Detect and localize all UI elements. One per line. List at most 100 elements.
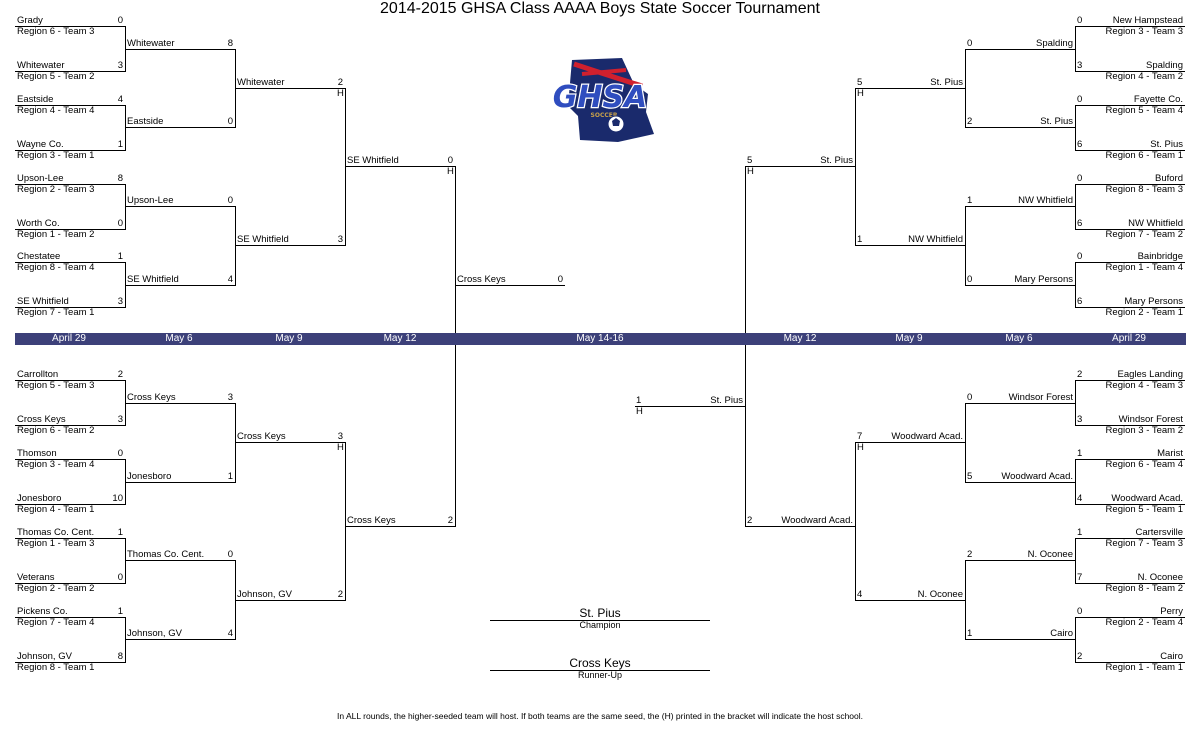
right_top-r2-3-team: Mary Persons (1014, 274, 1073, 285)
page-title: 2014-2015 GHSA Class AAAA Boys State Soc… (380, 0, 820, 17)
right_top-r1-2-team: Fayette Co. (1133, 94, 1183, 105)
right_top-r1-0-seed: Region 3 - Team 3 (1105, 26, 1183, 37)
left_bottom-r2-0-score: 3 (227, 392, 233, 403)
champion-team: St. Pius (579, 606, 621, 620)
right-bottom-r3-0-host-mark: H (857, 442, 864, 453)
right_bottom-r1-0-line (1075, 380, 1185, 381)
right_top-r1-connector-0 (1075, 26, 1076, 72)
right_bottom-r1-4-score: 1 (1077, 527, 1083, 538)
left_bottom-r1-4-seed: Region 1 - Team 3 (17, 538, 95, 549)
left_top-r1-6-team: Chestatee (17, 251, 61, 262)
date-left-r2: May 6 (165, 333, 193, 344)
left_top-r3-0-line (235, 88, 345, 89)
right_top-r1-1-seed: Region 4 - Team 2 (1105, 71, 1183, 82)
left_bottom-r1-3-line (15, 504, 125, 505)
left_top-r1-connector-2 (125, 184, 126, 230)
right_bottom-r3-1-score: 4 (857, 589, 863, 600)
right_top-r1-7-line (1075, 307, 1185, 308)
right_bottom-r2-0-line (965, 403, 1075, 404)
right_top-r1-0-team: New Hampstead (1112, 15, 1183, 26)
left_bottom-r1-5-score: 0 (117, 572, 123, 583)
right-top-r3-0-host-mark: H (857, 88, 864, 99)
left_top-r1-6-score: 1 (117, 251, 123, 262)
right_top-r2-connector-0 (965, 49, 966, 128)
left_bottom-r1-7-line (15, 662, 125, 663)
left_bottom-r1-0-score: 2 (117, 369, 123, 380)
right_top-r1-2-seed: Region 5 - Team 4 (1105, 105, 1183, 116)
left_top-r2-2-team: Upson-Lee (127, 195, 174, 206)
left_top-r1-3-line (15, 150, 125, 151)
left_top-r1-0-line (15, 26, 125, 27)
left_top-r2-0-team: Whitewater (127, 38, 175, 49)
left_top-r4-score: 0 (447, 155, 453, 166)
right_bottom-r1-0-score: 2 (1077, 369, 1083, 380)
right_top-r1-0-score: 0 (1077, 15, 1083, 26)
right_bottom-r1-1-seed: Region 3 - Team 2 (1105, 425, 1183, 436)
left_bottom-r1-7-seed: Region 8 - Team 1 (17, 662, 95, 673)
champion-line (490, 620, 710, 621)
left_top-r1-connector-3 (125, 262, 126, 308)
left_top-r2-0-line (125, 49, 235, 50)
right_bottom-r1-2-score: 1 (1077, 448, 1083, 459)
right_bottom-r1-2-seed: Region 6 - Team 4 (1105, 459, 1183, 470)
right_top-r2-1-line (965, 127, 1075, 128)
left_top-r4-team: SE Whitfield (347, 155, 399, 166)
right_bottom-r1-6-score: 0 (1077, 606, 1083, 617)
right_bottom-r1-3-seed: Region 5 - Team 1 (1105, 504, 1183, 515)
right-final-host-mark: H (636, 406, 643, 417)
right-top-r4-host-mark: H (747, 166, 754, 177)
left_bottom-r2-2-line (125, 560, 235, 561)
left-semifinal-connector (455, 166, 456, 527)
right_top-r1-7-team: Mary Persons (1124, 296, 1183, 307)
left_top-r1-7-seed: Region 7 - Team 1 (17, 307, 95, 318)
date-center-final: May 14-16 (576, 333, 624, 344)
left_bottom-r3-1-team: Johnson, GV (237, 589, 292, 600)
left_top-r1-2-score: 4 (117, 94, 123, 105)
right_bottom-r1-5-team: N. Oconee (1137, 572, 1183, 583)
right_bottom-r1-7-line (1075, 662, 1185, 663)
left_top-r1-2-line (15, 105, 125, 106)
right_top-r1-1-team: Spalding (1146, 60, 1183, 71)
right_top-r2-0-score: 0 (967, 38, 973, 49)
right_top-r2-0-team: Spalding (1036, 38, 1073, 49)
right_bottom-r1-connector-0 (1075, 380, 1076, 426)
left_bottom-r3-0-team: Cross Keys (237, 431, 286, 442)
right_bottom-r2-2-score: 2 (967, 549, 973, 560)
right_top-r2-3-line (965, 285, 1075, 286)
left_top-r1-1-line (15, 71, 125, 72)
left_bottom-r1-6-seed: Region 7 - Team 4 (17, 617, 95, 628)
right_top-r2-connector-1 (965, 206, 966, 286)
right_bottom-r2-3-line (965, 639, 1075, 640)
left_bottom-r1-2-team: Thomson (17, 448, 57, 459)
champion-label: Champion (579, 620, 621, 630)
left_bottom-r1-2-seed: Region 3 - Team 4 (17, 459, 95, 470)
right_bottom-r1-4-team: Cartersville (1135, 527, 1183, 538)
left_bottom-r3-1-line (235, 600, 345, 601)
left_bottom-r1-6-team: Pickens Co. (17, 606, 68, 617)
left_top-r1-4-score: 8 (117, 173, 123, 184)
left_bottom-r3-0-score: 3 (337, 431, 343, 442)
date-left-r1: April 29 (52, 333, 86, 344)
left_bottom-r1-connector-2 (125, 538, 126, 584)
date-right-r1: April 29 (1112, 333, 1146, 344)
right_top-r2-1-score: 2 (967, 116, 973, 127)
left_bottom-r1-connector-0 (125, 380, 126, 426)
right-final-score: 1 (636, 395, 642, 406)
left_top-r1-6-line (15, 262, 125, 263)
left_bottom-r4-team: Cross Keys (347, 515, 396, 526)
left_bottom-r1-connector-3 (125, 617, 126, 663)
right_bottom-r1-5-seed: Region 8 - Team 2 (1105, 583, 1183, 594)
right_bottom-r4-score: 2 (747, 515, 753, 526)
right_bottom-r2-2-team: N. Oconee (1027, 549, 1073, 560)
left_bottom-r3-connector (345, 442, 346, 601)
right_bottom-r1-4-line (1075, 538, 1185, 539)
right_bottom-r2-1-line (965, 482, 1075, 483)
right_top-r1-5-score: 6 (1077, 218, 1083, 229)
right_top-r1-7-seed: Region 2 - Team 1 (1105, 307, 1183, 318)
left_top-r1-3-team: Wayne Co. (17, 139, 64, 150)
left_bottom-r1-connector-1 (125, 459, 126, 505)
right-semifinal-connector (745, 166, 746, 527)
left_top-r1-2-seed: Region 4 - Team 4 (17, 105, 95, 116)
footer-note: In ALL rounds, the higher-seeded team wi… (336, 711, 864, 721)
date-right-r2: May 6 (1005, 333, 1033, 344)
